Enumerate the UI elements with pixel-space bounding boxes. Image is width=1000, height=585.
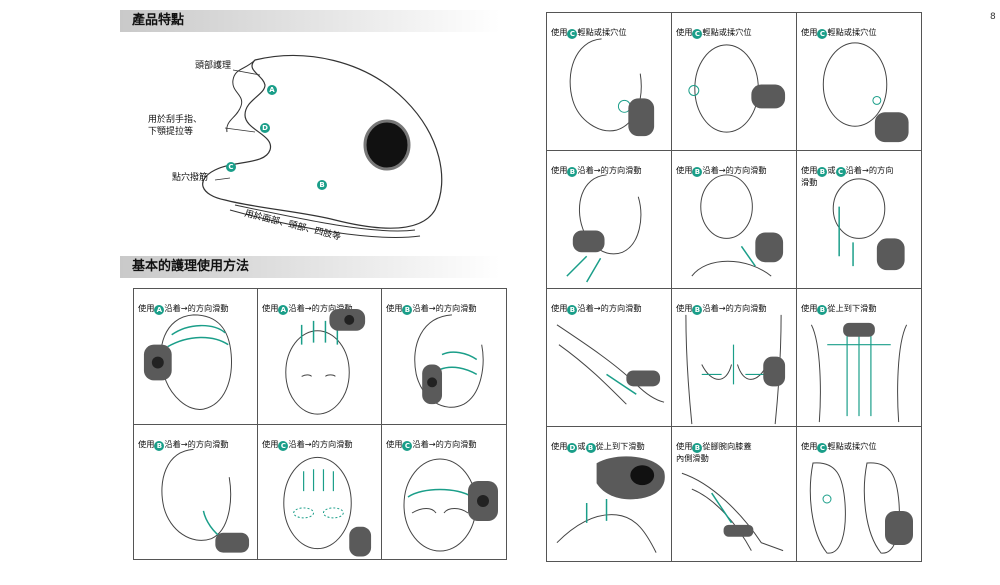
label-finger-jaw: 用於刮手指、 下顎提拉等 [148, 114, 202, 138]
methods-title: 基本的護理使用方法 [132, 259, 249, 274]
face-illustration [382, 441, 506, 559]
face-illustration [382, 305, 506, 424]
badge-b: B [317, 180, 327, 190]
features-title: 產品特點 [132, 13, 184, 28]
methods-header: 基本的護理使用方法 [120, 256, 500, 278]
features-header: 產品特點 [120, 10, 500, 32]
neck-illustration [797, 167, 921, 288]
page-corner-mark: 8 [990, 12, 996, 22]
arm-illustration [547, 305, 671, 426]
face-illustration [797, 29, 921, 150]
face-illustration [258, 305, 381, 424]
leg-illustration [672, 443, 796, 561]
face-illustration [258, 441, 381, 559]
badge-d: D [260, 123, 270, 133]
hand-illustration [547, 443, 671, 561]
back-illustration [797, 305, 921, 426]
label-acupoint: 點穴撥筋 [172, 172, 208, 184]
badge-a: A [267, 85, 277, 95]
face-illustration [134, 441, 257, 559]
label-head-care: 頭部護理 [195, 60, 231, 72]
face-illustration [134, 305, 257, 424]
neck-illustration [547, 167, 671, 288]
badge-c: C [226, 162, 236, 172]
foot-illustration [797, 443, 921, 561]
face-illustration [547, 29, 671, 150]
neck-illustration [672, 167, 796, 288]
chest-illustration [672, 305, 796, 426]
face-illustration [672, 29, 796, 150]
